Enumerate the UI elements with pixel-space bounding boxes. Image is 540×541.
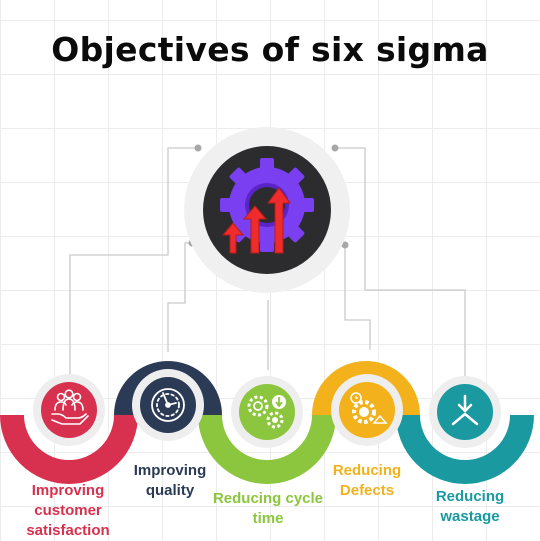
objective-circle-customer [33, 374, 105, 446]
objective-label-wastage: Reducing wastage [435, 488, 505, 525]
objective-circle-cycle-time [231, 376, 303, 448]
gear-growth-arrows-icon [220, 158, 314, 254]
objective-label-customer: Improving customer satisfaction [26, 482, 110, 539]
wave-band [0, 361, 534, 484]
page-title: Objectives of six sigma [51, 30, 489, 69]
gear-clock-icon [350, 392, 388, 424]
objective-circle-wastage [429, 376, 501, 448]
central-hub [184, 127, 350, 293]
objective-label-defects: Reducing Defects [332, 462, 402, 499]
objective-circle-defects [331, 374, 403, 446]
gauge-icon [151, 388, 185, 422]
gears-arrow-icon [247, 395, 286, 429]
arrow-down-split-icon [451, 394, 479, 426]
connector-lines [69, 147, 466, 377]
objective-circle-quality [132, 369, 204, 441]
objective-label-cycle-time: Reducing cycle time [212, 490, 324, 527]
people-in-hand-icon [51, 389, 89, 425]
objective-label-quality: Improving quality [133, 462, 207, 499]
